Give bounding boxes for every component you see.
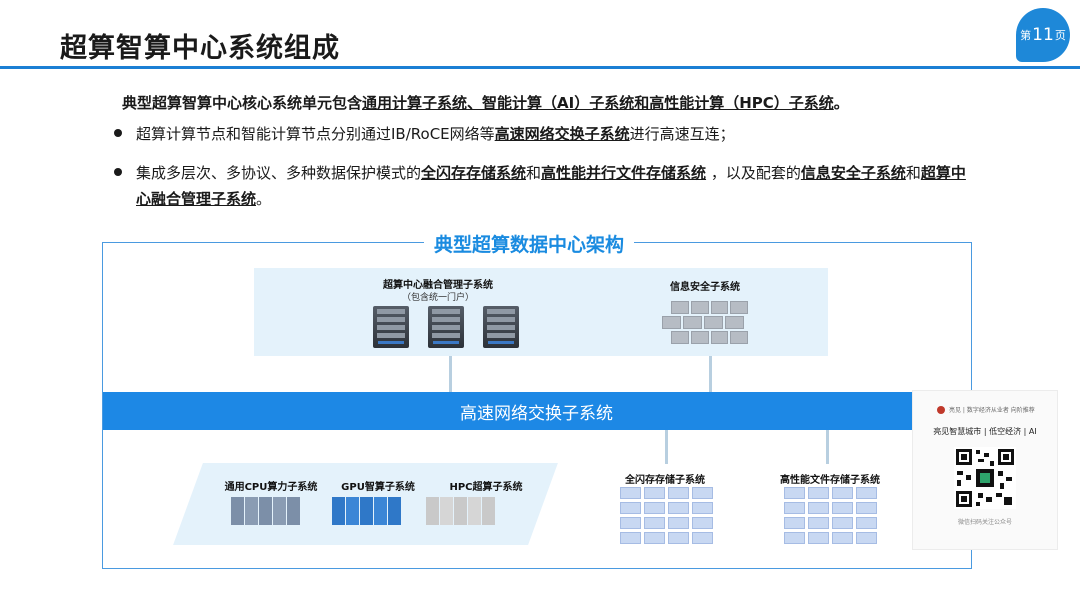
gpu-label: GPU智算子系统 bbox=[341, 482, 415, 493]
network-bar: 高速网络交换子系统 bbox=[103, 392, 970, 430]
server-icon bbox=[428, 306, 464, 348]
disk-icon bbox=[644, 487, 665, 499]
bullet-storage: 集成多层次、多协议、多种数据保护模式的全闪存存储系统和高性能并行文件存储系统 ，… bbox=[136, 164, 966, 208]
disk-icon bbox=[784, 487, 805, 499]
disk-icon bbox=[620, 502, 641, 514]
disk-icon bbox=[856, 532, 877, 544]
disk-icon bbox=[668, 502, 689, 514]
security-label: 信息安全子系统 bbox=[670, 282, 740, 293]
bullet-dot bbox=[114, 129, 122, 137]
connector-line bbox=[709, 356, 712, 392]
qr-code-icon[interactable] bbox=[954, 447, 1016, 509]
disk-icon bbox=[808, 517, 829, 529]
disk-icon bbox=[668, 517, 689, 529]
disk-icon bbox=[856, 517, 877, 529]
disk-icon bbox=[808, 502, 829, 514]
disk-icon bbox=[808, 487, 829, 499]
disk-icon bbox=[668, 532, 689, 544]
disk-icon bbox=[784, 532, 805, 544]
disk-icon bbox=[692, 487, 713, 499]
disk-icon bbox=[832, 487, 853, 499]
disk-icon bbox=[856, 487, 877, 499]
disk-icon bbox=[832, 502, 853, 514]
qr-header: 亮见 | 数字经济从业者 向阶推荐 bbox=[949, 407, 1035, 414]
title-divider bbox=[0, 66, 1080, 69]
mgmt-label: 超算中心融合管理子系统 bbox=[383, 280, 493, 291]
disk-icon bbox=[856, 502, 877, 514]
disk-icon bbox=[692, 517, 713, 529]
disk-icon bbox=[620, 517, 641, 529]
disk-icon bbox=[620, 532, 641, 544]
bullet-dot bbox=[114, 168, 122, 176]
disk-icon bbox=[644, 502, 665, 514]
disk-icon bbox=[644, 532, 665, 544]
disk-icon bbox=[620, 487, 641, 499]
bullet-network: 超算计算节点和智能计算节点分别通过IB/RoCE网络等高速网络交换子系统进行高速… bbox=[136, 125, 735, 143]
qr-card: 亮见 | 数字经济从业者 向阶推荐 亮见智慧城市 | 低空经济 | AI 微信扫… bbox=[912, 390, 1058, 550]
pfs-storage-label: 高性能文件存储子系统 bbox=[780, 475, 880, 486]
disk-icon bbox=[692, 502, 713, 514]
connector-line bbox=[665, 430, 668, 464]
disk-icon bbox=[832, 532, 853, 544]
server-icon bbox=[483, 306, 519, 348]
mgmt-sub-label: （包含统一门户） bbox=[401, 293, 474, 303]
disk-icon bbox=[784, 502, 805, 514]
flash-storage-label: 全闪存存储子系统 bbox=[625, 475, 705, 486]
disk-icon bbox=[832, 517, 853, 529]
page-title: 超算智算中心系统组成 bbox=[60, 33, 340, 64]
server-icon bbox=[373, 306, 409, 348]
flash-storage-icon bbox=[620, 487, 713, 547]
disk-icon bbox=[692, 532, 713, 544]
disk-icon bbox=[784, 517, 805, 529]
disk-icon bbox=[668, 487, 689, 499]
diagram-title: 典型超算数据中心架构 bbox=[424, 230, 635, 257]
qr-footer: 微信扫码关注公众号 bbox=[957, 519, 1012, 526]
brand-dot-icon bbox=[937, 405, 945, 414]
firewall-icon bbox=[662, 301, 748, 344]
connector-line bbox=[826, 430, 829, 464]
disk-icon bbox=[808, 532, 829, 544]
gpu-cluster-icon bbox=[332, 497, 401, 525]
qr-title: 亮见智慧城市 | 低空经济 | AI bbox=[933, 427, 1037, 436]
connector-line bbox=[449, 356, 452, 392]
pfs-storage-icon bbox=[784, 487, 877, 547]
cpu-label: 通用CPU算力子系统 bbox=[224, 482, 318, 493]
cpu-cluster-icon bbox=[231, 497, 300, 525]
intro-line: 典型超算智算中心核心系统单元包含通用计算子系统、智能计算（AI）子系统和高性能计… bbox=[122, 94, 849, 112]
hpc-label: HPC超算子系统 bbox=[449, 482, 523, 493]
disk-icon bbox=[644, 517, 665, 529]
hpc-cluster-icon bbox=[426, 497, 495, 525]
